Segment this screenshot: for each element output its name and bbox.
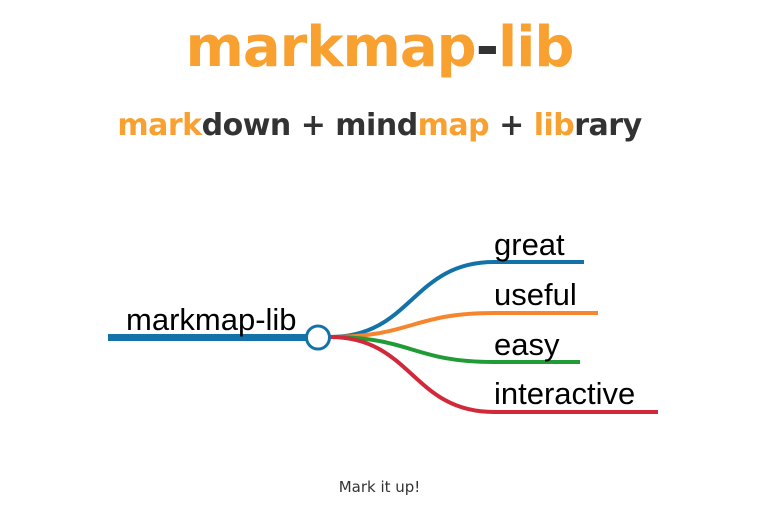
subtitle-part-plus: + [489, 108, 534, 143]
page-subtitle: markdown + mindmap + library [0, 106, 759, 146]
link-great [329, 260, 495, 339]
node-label-useful[interactable]: useful [494, 277, 577, 312]
node-label-easy[interactable]: easy [494, 327, 560, 362]
subtitle-part-map: map [417, 108, 490, 143]
node-label-great[interactable]: great [494, 227, 565, 262]
page-title: markmap-lib [0, 10, 759, 86]
root-collapse-toggle[interactable] [305, 324, 331, 351]
root-node-label[interactable]: markmap-lib [126, 302, 297, 337]
title-part-lib: lib [498, 15, 574, 80]
title-part-dash: - [475, 15, 499, 80]
subtitle-part-down-mind: down + mind [201, 108, 419, 143]
node-label-interactive[interactable]: interactive [494, 376, 635, 411]
link-interactive [329, 335, 495, 414]
footer-tagline: Mark it up! [338, 478, 421, 496]
subtitle-part-rary: rary [574, 108, 642, 143]
subtitle-part-lib: lib [533, 108, 575, 143]
subtitle-part-mark: mark [117, 108, 202, 143]
title-part-markmap: markmap [185, 15, 477, 80]
